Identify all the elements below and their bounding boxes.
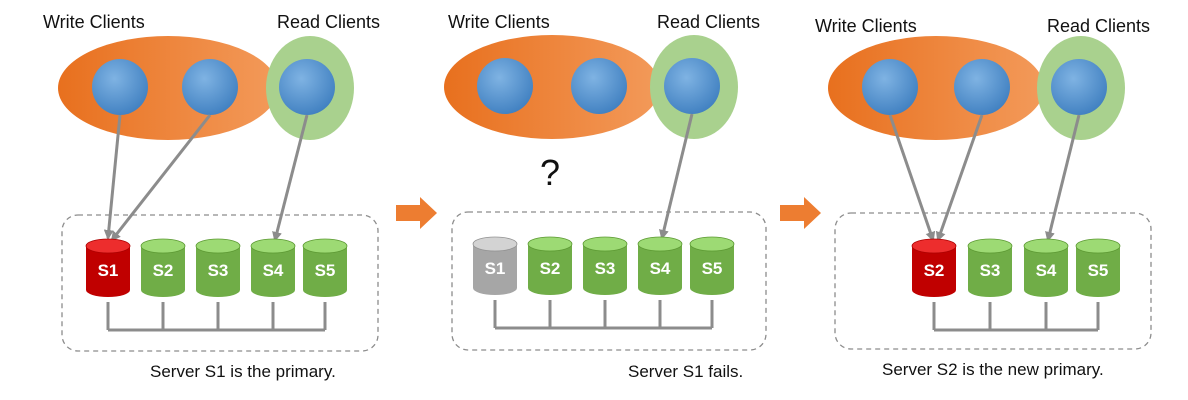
read-clients-label: Read Clients — [657, 12, 760, 32]
server-label: S4 — [263, 261, 284, 280]
server-s4-secondary: S4 — [1023, 238, 1069, 297]
panel-3: Write Clients Read Clients S2 S3 S4 S5 Serv… — [815, 16, 1152, 379]
server-label: S5 — [1088, 261, 1109, 280]
server-label: S3 — [208, 261, 229, 280]
server-s3-secondary: S3 — [582, 236, 628, 295]
write-client-node — [92, 59, 148, 115]
write-connection-arrow — [935, 114, 984, 242]
server-bus — [493, 300, 714, 330]
write-client-node — [954, 59, 1010, 115]
panel-caption: Server S1 is the primary. — [150, 362, 336, 381]
panel-1: Write Clients Read Clients S1 S2 S3 S4 S5 Se… — [43, 12, 380, 381]
replica-set-box — [61, 214, 379, 352]
server-label: S5 — [315, 261, 336, 280]
write-clients-cluster — [444, 35, 660, 139]
write-clients-label: Write Clients — [448, 12, 550, 32]
write-connection-arrow — [110, 114, 212, 242]
replica-set-box — [834, 212, 1152, 350]
server-s2-secondary: S2 — [140, 238, 186, 297]
server-s5-secondary: S5 — [302, 238, 348, 297]
transition-arrow — [780, 197, 821, 229]
read-client-node — [664, 58, 720, 114]
server-s4-secondary: S4 — [637, 236, 683, 295]
panel-caption: Server S2 is the new primary. — [882, 360, 1104, 379]
read-clients-label: Read Clients — [1047, 16, 1150, 36]
server-s3-secondary: S3 — [967, 238, 1013, 297]
server-bus — [932, 302, 1100, 332]
server-s2-secondary: S2 — [527, 236, 573, 295]
read-client-node — [279, 59, 335, 115]
write-client-node — [571, 58, 627, 114]
write-connection-arrow — [888, 114, 936, 242]
server-s5-secondary: S5 — [689, 236, 735, 295]
server-label: S3 — [980, 261, 1001, 280]
server-label: S2 — [153, 261, 174, 280]
transition-arrow — [396, 197, 437, 229]
server-s2-primary: S2 — [911, 238, 957, 297]
read-connection-arrow — [659, 113, 694, 240]
read-connection-arrow — [1045, 114, 1081, 242]
read-connection-arrow — [272, 114, 309, 242]
write-client-node — [862, 59, 918, 115]
server-label: S2 — [924, 261, 945, 280]
server-s1-failed: S1 — [472, 236, 518, 295]
replica-set-box — [451, 211, 767, 351]
write-connection-arrow — [103, 114, 122, 240]
read-clients-label: Read Clients — [277, 12, 380, 32]
server-label: S2 — [540, 259, 561, 278]
server-label: S1 — [98, 261, 119, 280]
panel-caption: Server S1 fails. — [628, 362, 743, 381]
write-client-node — [182, 59, 238, 115]
server-s4-secondary: S4 — [250, 238, 296, 297]
read-client-node — [1051, 59, 1107, 115]
server-label: S4 — [650, 259, 671, 278]
question-mark: ? — [540, 152, 560, 193]
server-s1-primary: S1 — [85, 238, 131, 297]
server-label: S5 — [702, 259, 723, 278]
server-s5-secondary: S5 — [1075, 238, 1121, 297]
server-bus — [106, 302, 327, 332]
write-clients-label: Write Clients — [43, 12, 145, 32]
write-clients-cluster — [828, 36, 1044, 140]
write-clients-label: Write Clients — [815, 16, 917, 36]
write-client-node — [477, 58, 533, 114]
server-s3-secondary: S3 — [195, 238, 241, 297]
write-clients-cluster — [58, 36, 278, 140]
server-label: S1 — [485, 259, 506, 278]
server-label: S3 — [595, 259, 616, 278]
server-label: S4 — [1036, 261, 1057, 280]
